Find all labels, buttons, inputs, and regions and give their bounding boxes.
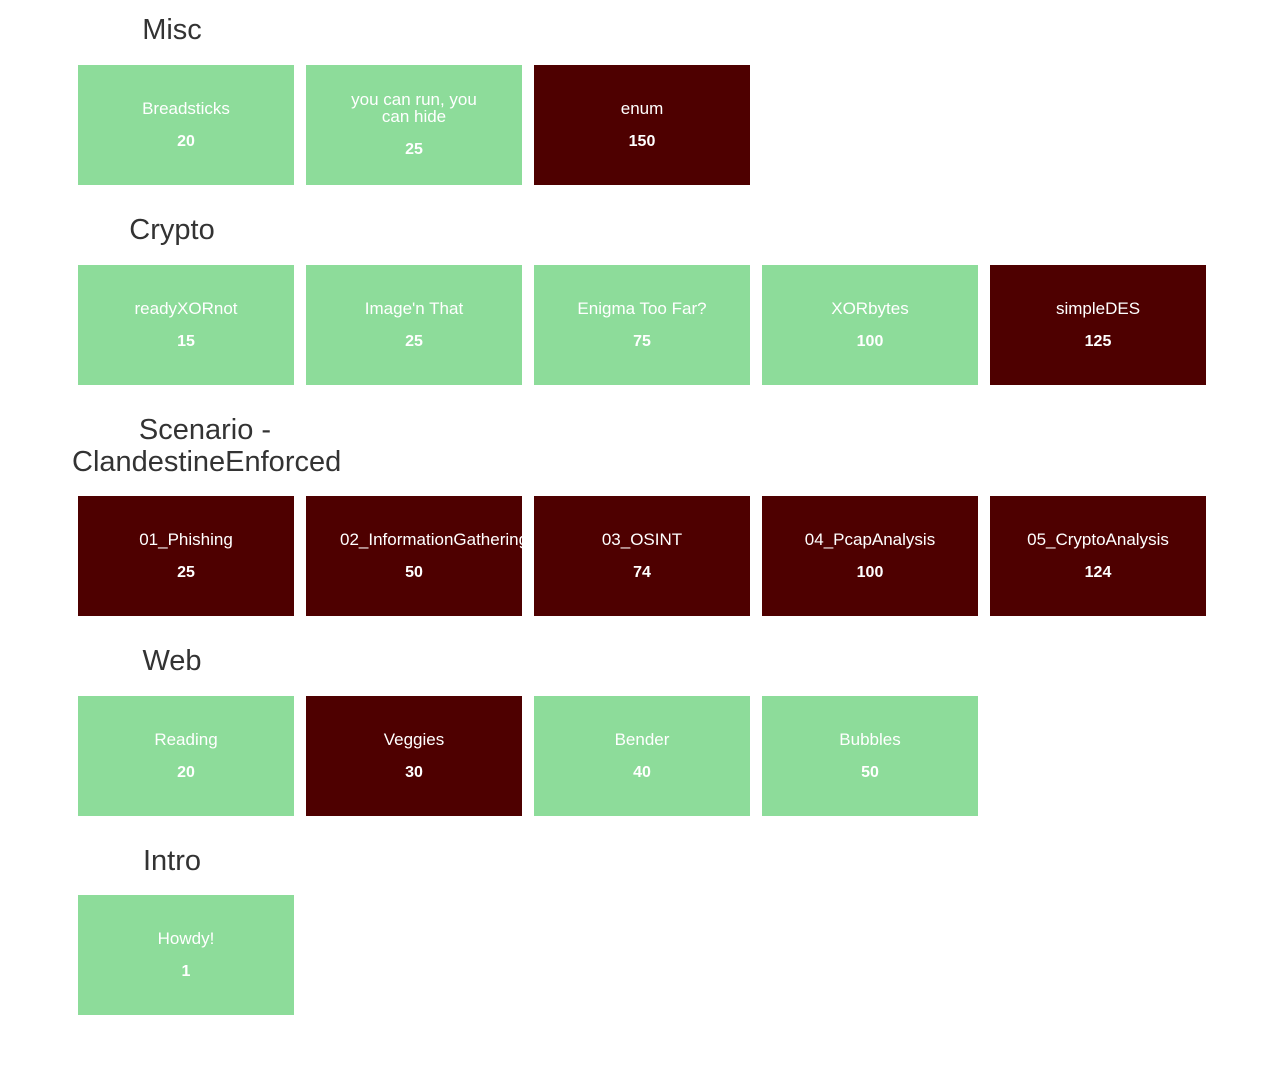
category-title: Crypto <box>129 214 215 246</box>
challenge-points: 100 <box>856 332 884 350</box>
challenge-tile[interactable]: 01_Phishing 25 <box>78 496 294 616</box>
category-title: Misc <box>142 14 202 46</box>
challenge-tile[interactable]: Image'n That 25 <box>306 265 522 385</box>
challenge-tile[interactable]: Howdy! 1 <box>78 895 294 1015</box>
challenge-tile[interactable]: Enigma Too Far? 75 <box>534 265 750 385</box>
challenge-name: readyXORnot <box>134 298 238 318</box>
challenge-tile[interactable]: Veggies 30 <box>306 696 522 816</box>
challenge-points: 1 <box>181 962 191 980</box>
challenge-points: 20 <box>177 763 195 781</box>
challenge-tile[interactable]: Breadsticks 20 <box>78 65 294 185</box>
challenge-points: 30 <box>405 763 423 781</box>
challenge-tile[interactable]: you can run, you can hide 25 <box>306 65 522 185</box>
category-misc: Misc Breadsticks 20 you can run, you can… <box>72 14 1212 185</box>
challenge-name: enum <box>620 98 664 118</box>
challenge-tile[interactable]: Bubbles 50 <box>762 696 978 816</box>
challenge-tile[interactable]: enum 150 <box>534 65 750 185</box>
challenge-points: 25 <box>405 141 423 158</box>
challenge-tile[interactable]: simpleDES 125 <box>990 265 1206 385</box>
challenge-points: 75 <box>633 332 651 350</box>
category-title: Web <box>142 645 202 677</box>
challenge-name: 02_InformationGathering <box>340 529 522 549</box>
challenge-grid: Howdy! 1 <box>78 895 1218 1015</box>
challenge-name: XORbytes <box>831 298 909 318</box>
challenge-points: 15 <box>177 332 195 350</box>
challenge-tile[interactable]: Bender 40 <box>534 696 750 816</box>
challenge-tile[interactable]: XORbytes 100 <box>762 265 978 385</box>
challenge-points: 100 <box>856 563 884 581</box>
challenge-name: Bubbles <box>839 729 901 749</box>
challenge-points: 20 <box>177 132 195 150</box>
challenge-tile[interactable]: 03_OSINT 74 <box>534 496 750 616</box>
challenge-tile[interactable]: 02_InformationGathering 50 <box>306 496 522 616</box>
challenge-name: Bender <box>614 729 670 749</box>
challenge-grid: readyXORnot 15 Image'n That 25 Enigma To… <box>78 265 1218 385</box>
challenge-points: 74 <box>633 563 651 581</box>
challenge-name: Breadsticks <box>142 98 230 118</box>
challenge-name: 05_CryptoAnalysis <box>1027 529 1169 549</box>
challenge-name: you can run, you can hide <box>351 90 477 126</box>
category-web: Web Reading 20 Veggies 30 Bender 40 Bubb… <box>72 645 1212 816</box>
challenge-points: 50 <box>405 563 423 581</box>
challenge-tile[interactable]: Reading 20 <box>78 696 294 816</box>
challenge-tile[interactable]: 05_CryptoAnalysis 124 <box>990 496 1206 616</box>
category-title: Scenario - ClandestineEnforced <box>72 414 342 478</box>
challenge-name: Howdy! <box>157 928 215 948</box>
challenge-name: simpleDES <box>1055 298 1141 318</box>
challenge-points: 25 <box>177 563 195 581</box>
challenge-name: Image'n That <box>364 298 464 318</box>
challenge-name: Enigma Too Far? <box>577 298 707 318</box>
category-intro: Intro Howdy! 1 <box>72 845 1212 1015</box>
challenge-points: 124 <box>1084 563 1112 581</box>
challenge-points: 25 <box>405 332 423 350</box>
challenge-name: 03_OSINT <box>601 529 683 549</box>
challenge-grid: Breadsticks 20 you can run, you can hide… <box>78 65 1218 185</box>
challenge-name: Reading <box>154 729 218 749</box>
challenge-name: 01_Phishing <box>139 529 233 549</box>
category-scenario: Scenario - ClandestineEnforced 01_Phishi… <box>72 414 1212 616</box>
challenge-grid: Reading 20 Veggies 30 Bender 40 Bubbles … <box>78 696 1218 816</box>
challenge-points: 125 <box>1084 332 1112 350</box>
challenge-name: Veggies <box>383 729 445 749</box>
challenge-points: 150 <box>628 132 656 150</box>
challenge-points: 40 <box>633 763 651 781</box>
challenge-tile[interactable]: 04_PcapAnalysis 100 <box>762 496 978 616</box>
category-crypto: Crypto readyXORnot 15 Image'n That 25 En… <box>72 214 1212 385</box>
challenge-tile[interactable]: readyXORnot 15 <box>78 265 294 385</box>
challenge-points: 50 <box>861 763 879 781</box>
category-title: Intro <box>142 845 202 877</box>
challenge-grid: 01_Phishing 25 02_InformationGathering 5… <box>78 496 1218 616</box>
challenge-name: 04_PcapAnalysis <box>804 529 936 549</box>
